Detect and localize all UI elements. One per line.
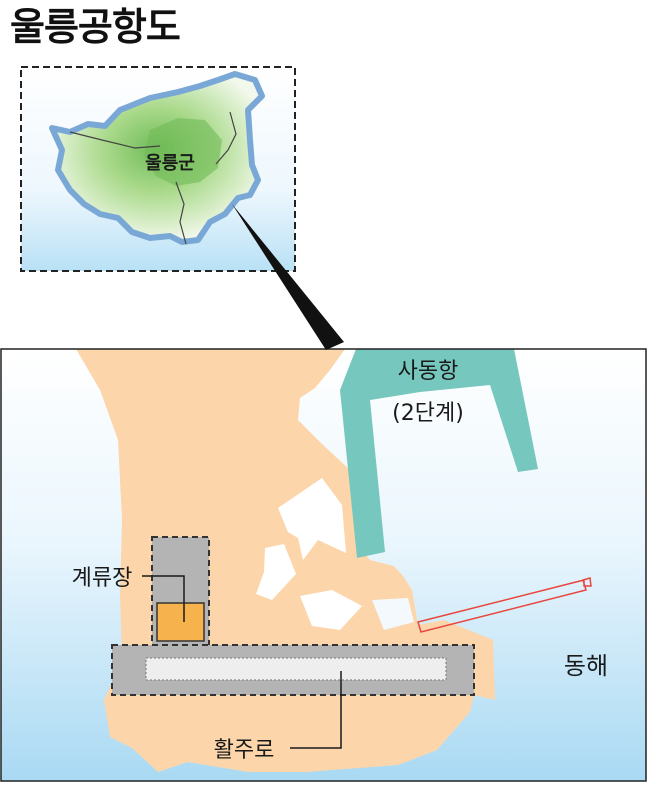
island-label: 울릉군 bbox=[145, 153, 195, 174]
sea-label: 동해 bbox=[564, 652, 608, 680]
breakwater-extension bbox=[417, 577, 592, 633]
sea-inlet bbox=[278, 478, 346, 560]
mooring-label: 계류장 bbox=[72, 566, 133, 591]
runway-leader-line bbox=[290, 671, 342, 749]
island-highland bbox=[144, 118, 222, 186]
port-phase-label: (2단계) bbox=[392, 401, 464, 426]
sea-inlet bbox=[300, 590, 362, 630]
runway-label: 활주로 bbox=[214, 738, 275, 763]
breakwater-sadong-port bbox=[340, 349, 538, 558]
sea-inlet bbox=[256, 544, 296, 600]
mooring-building bbox=[156, 602, 205, 642]
map-title: 울릉공항도 bbox=[10, 5, 181, 49]
runway-strip bbox=[145, 657, 447, 681]
port-name-label: 사동항 bbox=[398, 359, 459, 384]
zoom-pointer bbox=[232, 204, 344, 350]
sea-inlet bbox=[372, 598, 414, 630]
mooring-leader-line bbox=[142, 575, 185, 622]
island-roads bbox=[69, 111, 237, 245]
main-map-frame bbox=[0, 348, 647, 782]
